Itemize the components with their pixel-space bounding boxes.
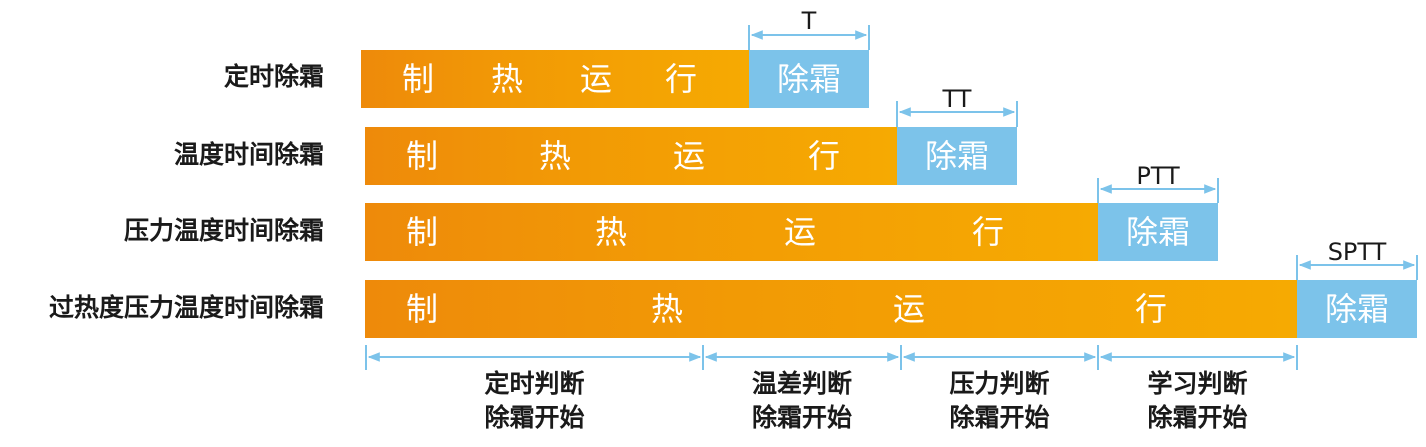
heating-char: 制 xyxy=(405,290,439,328)
row-label-superheat-pressure-temperature-time-defrost: 过热度压力温度时间除霜 xyxy=(48,293,324,322)
phase-timed-judgment: 定时判断 除霜开始 xyxy=(366,367,703,435)
heating-char: 制 xyxy=(405,213,439,251)
defrost-block-row-2: 除霜 xyxy=(897,127,1017,185)
heating-char: 运 xyxy=(579,60,613,98)
row-label-pressure-temperature-time-defrost: 压力温度时间除霜 xyxy=(123,216,324,245)
phase-pressure-judgment: 压力判断 除霜开始 xyxy=(901,367,1098,435)
phase-line: 定时判断 xyxy=(484,369,585,398)
phase-temperature-diff-judgment: 温差判断 除霜开始 xyxy=(703,367,901,435)
row-label-timed-defrost: 定时除霜 xyxy=(223,62,324,91)
heating-char: 热 xyxy=(650,290,684,328)
heating-char: 制 xyxy=(405,137,439,175)
heating-char: 行 xyxy=(807,137,841,175)
phase-learning-judgment: 学习判断 除霜开始 xyxy=(1098,367,1297,435)
heating-bar-row-2: 制 热 运 行 xyxy=(365,127,897,185)
defrost-block-row-1: 除霜 xyxy=(749,50,869,108)
heating-bar-row-4: 制 热 运 行 xyxy=(365,280,1297,338)
phase-line: 温差判断 xyxy=(751,369,852,398)
heating-bar-row-1: 制 热 运 行 xyxy=(361,50,749,108)
phase-line: 学习判断 xyxy=(1147,369,1248,398)
row-label-temperature-time-defrost: 温度时间除霜 xyxy=(173,140,324,169)
heating-char: 热 xyxy=(594,213,628,251)
heating-char: 热 xyxy=(490,60,524,98)
phase-line: 除霜开始 xyxy=(949,403,1050,432)
period-label-sptt: SPTT xyxy=(1327,238,1387,266)
defrost-block-row-3: 除霜 xyxy=(1098,203,1218,261)
heating-char: 制 xyxy=(401,60,435,98)
heating-char: 行 xyxy=(1134,290,1168,328)
heating-char: 行 xyxy=(664,60,698,98)
phase-line: 压力判断 xyxy=(949,369,1050,398)
heating-char: 行 xyxy=(971,213,1005,251)
phase-line: 除霜开始 xyxy=(1147,403,1248,432)
heating-char: 运 xyxy=(672,137,706,175)
period-label-t: T xyxy=(801,7,817,35)
heating-char: 运 xyxy=(783,213,817,251)
period-label-tt: TT xyxy=(942,85,972,113)
heating-char: 运 xyxy=(892,290,926,328)
heating-char: 热 xyxy=(538,137,572,175)
phase-line: 除霜开始 xyxy=(751,403,852,432)
phase-line: 除霜开始 xyxy=(484,403,585,432)
period-label-ptt: PTT xyxy=(1136,162,1180,190)
heating-bar-row-3: 制 热 运 行 xyxy=(365,203,1098,261)
defrost-block-row-4: 除霜 xyxy=(1297,280,1417,338)
